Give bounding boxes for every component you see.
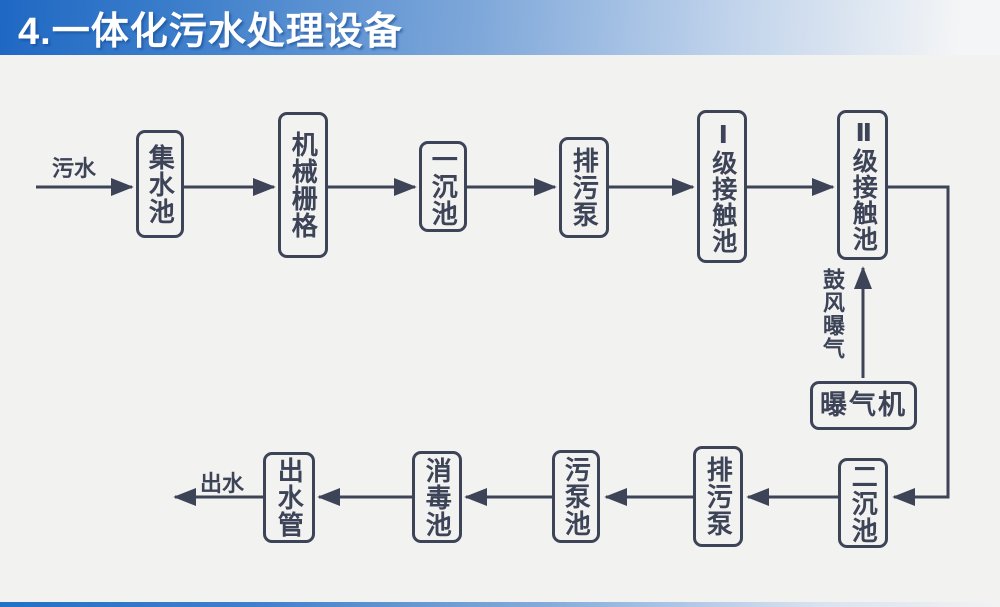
node-level2-contact-tank: Ⅱ级接触池 [837,110,888,260]
node-disinfection-tank: 消毒池 [412,451,462,543]
page-title: 4.一体化污水处理设备 [18,11,403,53]
bottom-accent-bar [0,602,1000,607]
node-level1-contact-tank: Ⅰ级接触池 [697,110,747,263]
node-outlet-pipe: 出水管 [263,452,315,543]
node-sewage-pump-top: 排污泵 [559,137,609,238]
node-mechanical-grid: 机械栅格 [278,112,328,258]
inlet-water-label: 污水 [51,156,96,181]
connector-contact2-to-secondary-sed [888,185,950,506]
node-sewage-pump-bottom: 排污泵 [693,446,743,547]
node-collecting-tank: 集水池 [136,130,184,238]
node-secondary-sedimentation-tank: 二沉池 [838,458,888,548]
blast-aeration-label: 鼓风曝气 [820,268,845,360]
node-primary-sedimentation-tank: 一沉池 [419,141,467,232]
slide-header: 4.一体化污水处理设备 [0,0,1000,55]
node-aerator: 曝气机 [810,381,917,430]
node-sludge-pump-tank: 污泵池 [552,450,600,543]
outlet-water-label: 出水 [199,471,244,496]
